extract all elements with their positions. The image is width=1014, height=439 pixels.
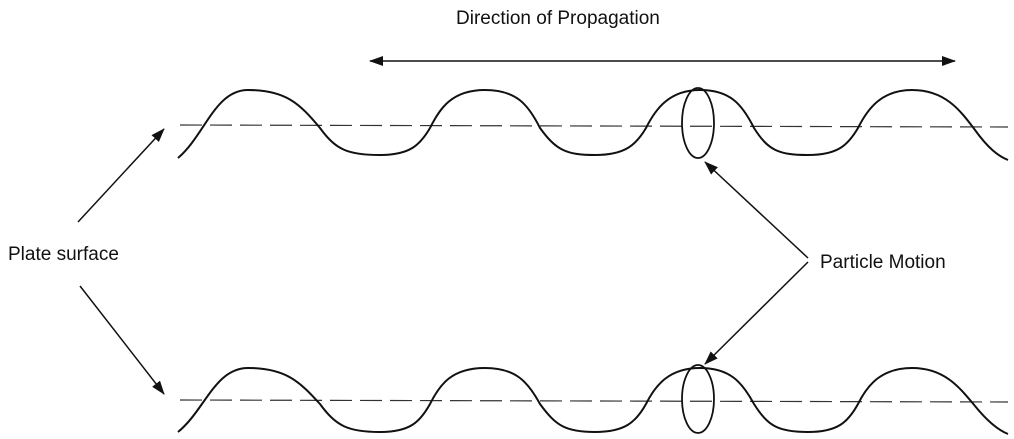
bottom-surface-baseline (180, 400, 1008, 402)
plate-surface-arrow-bottom (80, 286, 164, 394)
direction-of-propagation-label: Direction of Propagation (456, 8, 660, 30)
top-surface-baseline (180, 125, 1008, 127)
top-particle-motion-ellipse (682, 88, 714, 158)
particle-motion-arrow-bottom (705, 262, 808, 364)
plate-surface-label: Plate surface (8, 244, 119, 266)
bottom-particle-motion-ellipse (682, 365, 714, 433)
particle-motion-arrow-top (705, 162, 808, 258)
bottom-surface-wave (178, 368, 1008, 434)
plate-surface-arrow-top (78, 129, 164, 222)
particle-motion-label: Particle Motion (820, 252, 946, 274)
